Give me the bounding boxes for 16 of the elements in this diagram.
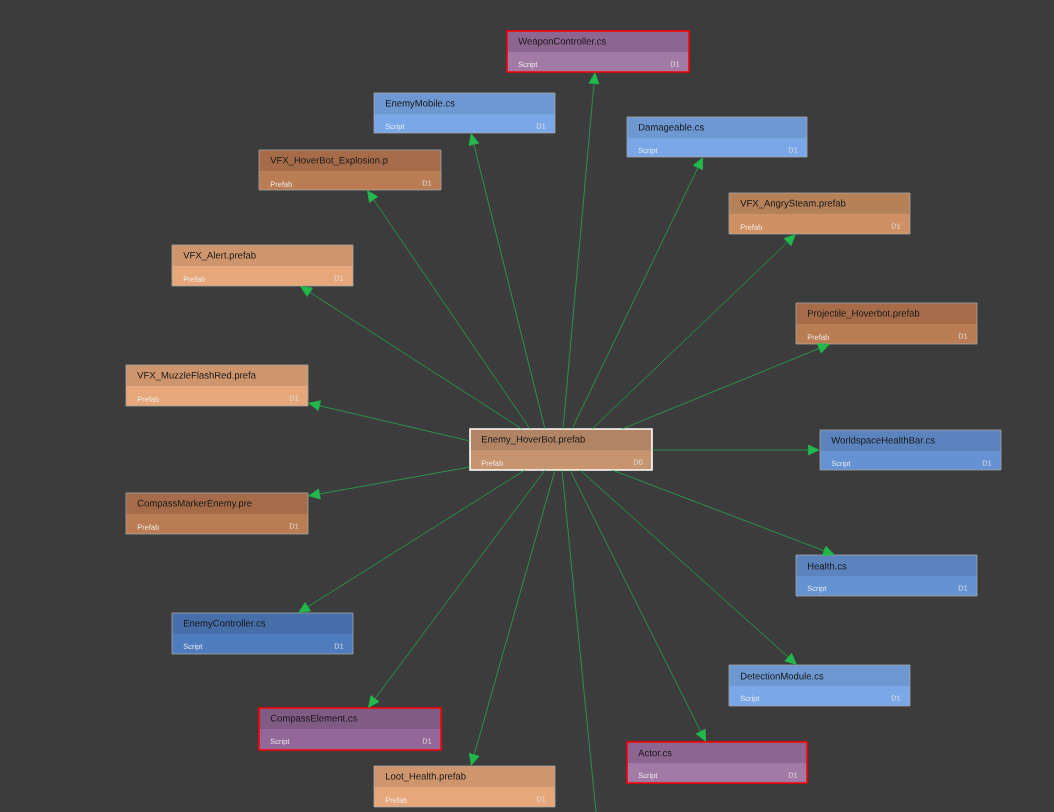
arrow xyxy=(591,234,796,430)
arrow xyxy=(469,469,556,766)
arrow xyxy=(367,190,531,430)
arrow xyxy=(562,72,600,430)
arrow xyxy=(300,286,523,430)
arrow xyxy=(621,343,830,430)
arrow xyxy=(571,157,703,430)
arrow xyxy=(611,469,835,556)
arrow xyxy=(579,469,797,665)
arrow xyxy=(368,469,546,708)
arrow xyxy=(308,400,471,442)
arrow xyxy=(569,469,706,742)
arrow xyxy=(298,469,526,613)
arrow xyxy=(468,133,546,430)
arrow xyxy=(308,466,471,500)
arrow xyxy=(651,444,820,456)
